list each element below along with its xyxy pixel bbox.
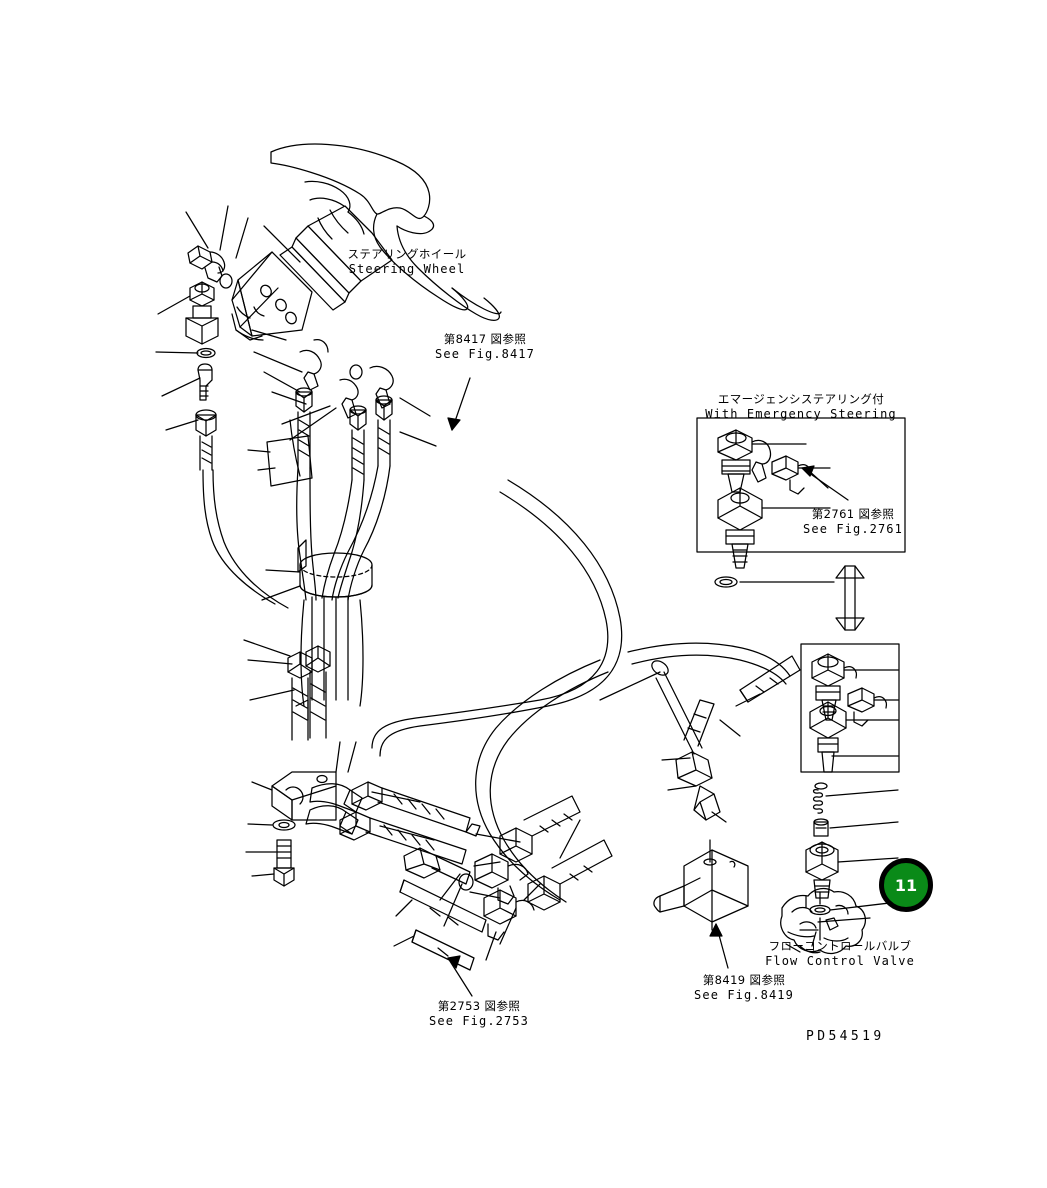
label-see-fig-8419: 第8419 図参照 See Fig.8419 <box>686 973 802 1002</box>
label-flow-control-valve-jp: フローコントロールバルブ <box>768 939 912 953</box>
label-see-fig-8417-en: See Fig.8417 <box>435 346 535 361</box>
label-see-fig-2761-jp: 第2761 図参照 <box>811 507 895 521</box>
upper-left-elbow-fitting <box>187 245 226 283</box>
label-steering-wheel: ステアリングホイール Steering Wheel <box>317 247 497 276</box>
bottom-left-hose-pair <box>339 781 487 971</box>
leader-arrow-2753 <box>447 955 473 997</box>
label-with-emergency-steering: エマージェンシステアリング付 With Emergency Steering <box>693 392 909 421</box>
lower-left-hose-assembly <box>271 645 363 887</box>
label-with-emergency-steering-jp: エマージェンシステアリング付 <box>717 392 885 406</box>
bottom-center-fittings <box>474 795 613 941</box>
leader-arrow-8417 <box>447 377 471 431</box>
standard-steering-box <box>800 643 900 773</box>
label-steering-wheel-jp: ステアリングホイール <box>347 247 467 261</box>
lower-right-box-contents <box>809 653 888 773</box>
central-hose-routing <box>371 479 791 903</box>
label-see-fig-2753-jp: 第2753 図参照 <box>437 999 521 1013</box>
double-arrow-icon <box>835 565 865 631</box>
flow-valve-parts-column <box>805 782 839 941</box>
label-flow-control-valve: フローコントロールバルブ Flow Control Valve <box>758 939 922 968</box>
callout-badge-number: 11 <box>894 875 918 895</box>
callout-badge-11[interactable]: 11 <box>879 858 933 912</box>
leader-arrow-8419 <box>709 923 729 969</box>
label-see-fig-2761: 第2761 図参照 See Fig.2761 <box>794 507 912 536</box>
hose-bundle-graphic <box>202 338 394 721</box>
label-see-fig-2753-en: See Fig.2753 <box>429 1013 529 1028</box>
label-with-emergency-steering-en: With Emergency Steering <box>705 406 897 421</box>
label-steering-wheel-en: Steering Wheel <box>348 261 466 276</box>
label-see-fig-2761-en: See Fig.2761 <box>803 521 903 536</box>
drawing-number: PD54519 <box>806 1029 885 1044</box>
emergency-steering-box <box>696 417 906 553</box>
emergency-steering-box-contents <box>714 429 812 588</box>
left-fitting-stack <box>185 281 219 471</box>
label-see-fig-2753: 第2753 図参照 See Fig.2753 <box>419 999 539 1028</box>
label-flow-control-valve-en: Flow Control Valve <box>765 953 915 968</box>
label-see-fig-8419-en: See Fig.8419 <box>694 987 794 1002</box>
label-see-fig-8419-jp: 第8419 図参照 <box>702 973 786 987</box>
label-see-fig-8417: 第8417 図参照 See Fig.8417 <box>423 332 547 361</box>
flow-control-valve-body <box>780 887 866 955</box>
center-valve-block <box>653 839 749 931</box>
label-see-fig-8417-jp: 第8417 図参照 <box>443 332 527 346</box>
right-hose-stubs <box>675 655 801 823</box>
leader-arrow-2761 <box>801 465 849 501</box>
